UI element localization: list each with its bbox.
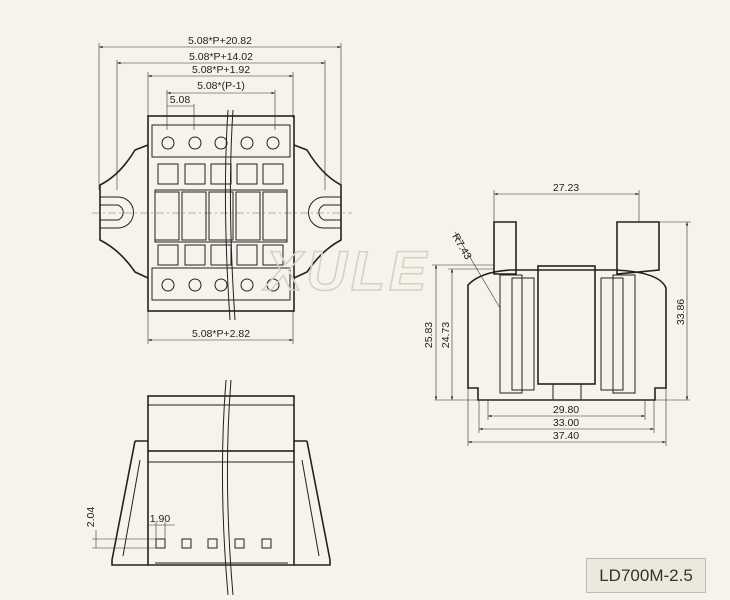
dim-27-23: 27.23 [553, 182, 579, 194]
front-view: 2.04 1.90 [85, 379, 331, 596]
dim-overall-width: 5.08*P+20.82 [188, 35, 252, 47]
watermark-logo: XULE [262, 239, 430, 302]
dim-33-86: 33.86 [675, 299, 687, 325]
front-view-dimensions: 2.04 1.90 [85, 507, 175, 549]
dim-pitch: 5.08 [170, 94, 191, 106]
dim-2-04: 2.04 [85, 507, 97, 528]
dim-37-40: 37.40 [553, 430, 579, 442]
side-view: 27.23 R7.43 25.83 24.73 33.86 29.80 33.0… [423, 182, 691, 446]
dim-1-90: 1.90 [150, 513, 171, 525]
model-label: LD700M-2.5 [586, 558, 706, 593]
pin-row [154, 136, 288, 292]
dim-33-00: 33.00 [553, 417, 579, 429]
dim-25-83: 25.83 [423, 322, 435, 348]
top-view-dimensions: 5.08*P+20.82 5.08*P+14.02 5.08*P+1.92 5.… [98, 35, 342, 344]
dim-mount-width: 5.08*P+14.02 [189, 51, 253, 63]
top-view: 5.08*P+20.82 5.08*P+14.02 5.08*P+1.92 5.… [92, 35, 352, 344]
dim-29-80: 29.80 [553, 404, 579, 416]
dim-24-73: 24.73 [440, 322, 452, 348]
dim-radius: R7.43 [449, 232, 473, 262]
dim-pitch-span: 5.08*(P-1) [197, 80, 245, 92]
dim-bottom-width: 5.08*P+2.82 [192, 328, 250, 340]
dim-body-width: 5.08*P+1.92 [192, 64, 250, 76]
